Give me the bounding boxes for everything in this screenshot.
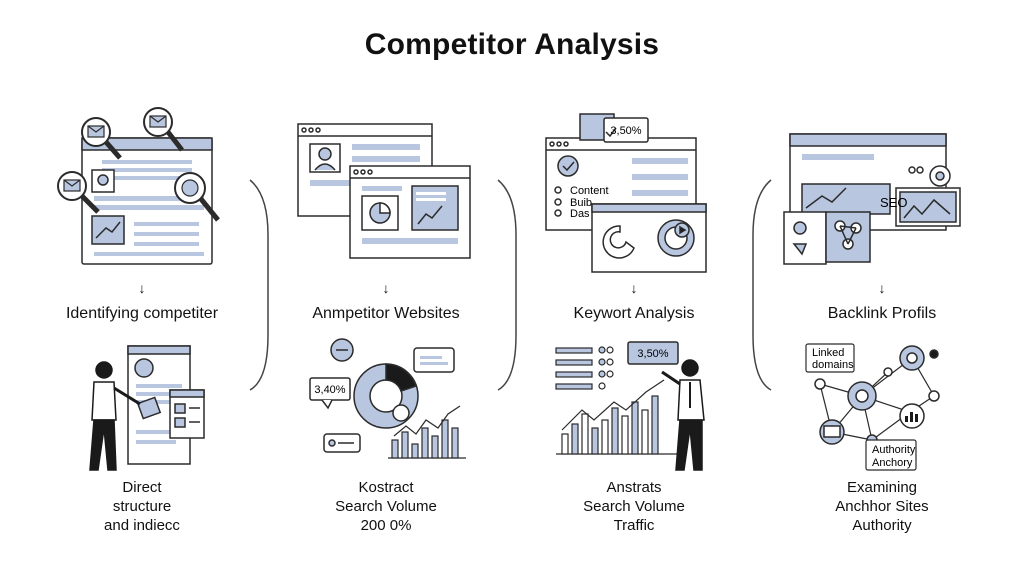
magnifier-icon (174, 172, 220, 222)
percent-badge: 3,50% (610, 125, 641, 137)
gear-icon (847, 381, 877, 411)
gear-icon (899, 345, 939, 371)
browser-window-icon (81, 137, 213, 265)
backlinks-illustration: SEO (783, 133, 961, 471)
linked-label: domains (812, 359, 854, 371)
step-identifying: ↓ Identifying competiter Direct structur… (22, 0, 262, 576)
identifying-illustration (57, 107, 220, 471)
step-caption: Examining Anchhor Sites Authority (835, 479, 929, 534)
page-title: Competitor Analysis (364, 28, 660, 61)
column-separator (497, 179, 517, 391)
seo-label: SEO (880, 195, 907, 210)
speech-bubble-icon (323, 433, 361, 453)
list-item-label: Buib (570, 197, 592, 209)
magnifier-icon (57, 171, 100, 214)
percent-badge: 3,50% (637, 348, 668, 360)
chart-node-icon (899, 403, 925, 429)
person-figure (89, 361, 141, 471)
step-caption: Direct structure and indiecc (104, 479, 180, 534)
flow-arrow: ↓ (138, 280, 146, 296)
bar-chart-icon (388, 405, 466, 459)
percent-badge: 3,40% (314, 384, 345, 396)
browser-window-icon (591, 203, 707, 273)
step-websites: 3,40% ↓ Anmpetitor Websites Kostract Sea… (266, 0, 506, 576)
monitor-node-icon (819, 419, 845, 445)
badge-box (579, 113, 649, 143)
linked-label: Linked (812, 347, 844, 359)
flow-arrow: ↓ (382, 280, 390, 296)
person-figure (661, 359, 705, 471)
browser-window-icon (349, 165, 471, 259)
bar-chart-icon (556, 379, 684, 455)
step-keyword: 3,50% Content Buib Das 3,50% (514, 0, 754, 576)
step-heading: Backlink Profils (827, 305, 937, 322)
keyword-illustration: 3,50% Content Buib Das 3,50% (545, 113, 707, 471)
minus-bubble-icon (330, 338, 354, 362)
column-separator (752, 179, 772, 391)
label-box (805, 343, 917, 471)
step-heading: Keywort Analysis (573, 305, 695, 322)
list-item-label: Das (570, 208, 590, 220)
image-panel-icon (895, 187, 961, 227)
magnifier-icon (81, 117, 122, 160)
list-item-label: Content (570, 185, 609, 197)
column-separator (249, 179, 269, 391)
websites-illustration: 3,40% (297, 123, 471, 459)
gear-icon (908, 165, 951, 187)
badge-box (309, 377, 351, 410)
document-panel-icon (127, 345, 205, 465)
donut-chart-icon (353, 363, 419, 429)
step-backlinks: SEO (762, 0, 1002, 576)
flow-arrow: ↓ (878, 280, 886, 296)
network-panel-icon (783, 211, 871, 265)
magnifier-icon (143, 107, 184, 152)
speech-bubble-icon (413, 347, 455, 373)
list-bars-icon (555, 346, 614, 390)
step-heading: Identifying competiter (65, 305, 219, 322)
step-caption: Anstrats Search Volume Traffic (583, 479, 685, 534)
step-heading: Anmpetitor Websites (312, 305, 460, 322)
authority-label: Anchory (872, 457, 913, 469)
step-caption: Kostract Search Volume 200 0% (335, 479, 437, 534)
flow-arrow: ↓ (630, 280, 638, 296)
badge-box (627, 341, 679, 365)
authority-label: Authority (872, 444, 916, 456)
